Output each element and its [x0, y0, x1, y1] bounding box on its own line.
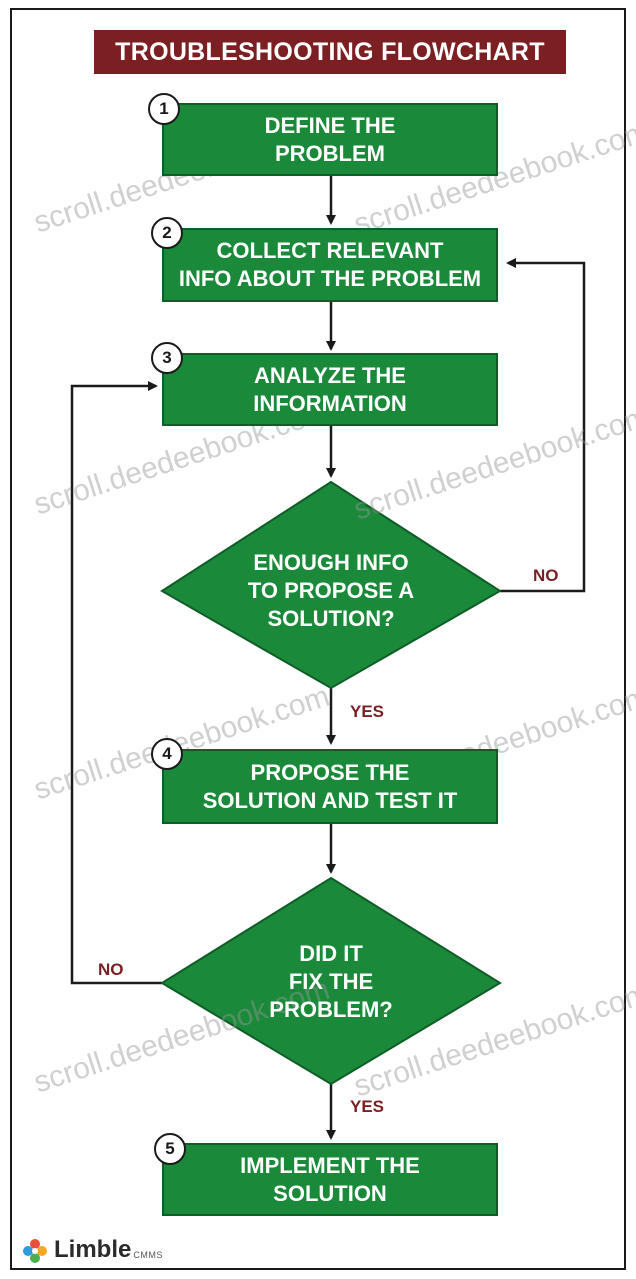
- logo-subtitle: CMMS: [133, 1250, 163, 1260]
- decision-label-line: PROBLEM?: [269, 997, 393, 1022]
- decision-1-no-label: NO: [533, 566, 559, 585]
- decision-2-no-label: NO: [98, 960, 124, 979]
- decision-diamond-1: [160, 480, 502, 690]
- step-number-badge: 2: [151, 217, 183, 249]
- decision-label-line: ENOUGH INFO: [253, 550, 409, 575]
- step-number-badge: 3: [151, 342, 183, 374]
- step-number-badge: 4: [151, 738, 183, 770]
- flower-logo-icon: [23, 1239, 47, 1263]
- decision-label-line: SOLUTION?: [267, 606, 395, 631]
- logo-name: Limble: [54, 1236, 132, 1263]
- step-label-line: IMPLEMENT THE: [240, 1152, 420, 1178]
- decision-label-line: FIX THE: [288, 969, 374, 994]
- step-label-line: SOLUTION: [273, 1180, 387, 1206]
- step-label-line: PROBLEM: [275, 140, 385, 166]
- step-box-collect-info: COLLECT RELEVANT INFO ABOUT THE PROBLEM: [162, 228, 498, 302]
- decision-2-text: DID IT FIX THE PROBLEM?: [200, 936, 462, 1028]
- limble-logo: Limble CMMS: [22, 1236, 163, 1264]
- step-box-implement-solution: IMPLEMENT THE SOLUTION: [162, 1143, 498, 1216]
- step-label-line: INFORMATION: [253, 390, 407, 416]
- step-box-propose-solution: PROPOSE THE SOLUTION AND TEST IT: [162, 749, 498, 824]
- decision-label-line: DID IT: [299, 941, 363, 966]
- step-label-line: DEFINE THE: [264, 112, 396, 138]
- arrow-decision-2-no-loop: [70, 381, 162, 985]
- step-label-line: INFO ABOUT THE PROBLEM: [178, 266, 482, 291]
- step-label-line: ANALYZE THE: [254, 362, 406, 388]
- step-label-line: COLLECT RELEVANT: [216, 238, 444, 263]
- decision-diamond-2: [160, 876, 502, 1086]
- decision-1-text: ENOUGH INFO TO PROPOSE A SOLUTION?: [200, 545, 462, 637]
- decision-1-yes-label: YES: [350, 702, 385, 721]
- step-number-badge: 5: [154, 1133, 186, 1165]
- step-label-line: SOLUTION AND TEST IT: [202, 787, 458, 813]
- step-number-badge: 1: [148, 93, 180, 125]
- step-box-define-problem: DEFINE THE PROBLEM: [162, 103, 498, 176]
- decision-label-line: TO PROPOSE A: [247, 578, 415, 603]
- page-title: TROUBLESHOOTING FLOWCHART: [94, 30, 566, 74]
- step-label-line: PROPOSE THE: [250, 759, 410, 785]
- arrow-decision-1-no-loop: [500, 258, 586, 593]
- step-box-analyze-information: ANALYZE THE INFORMATION: [162, 353, 498, 426]
- decision-2-yes-label: YES: [350, 1097, 385, 1116]
